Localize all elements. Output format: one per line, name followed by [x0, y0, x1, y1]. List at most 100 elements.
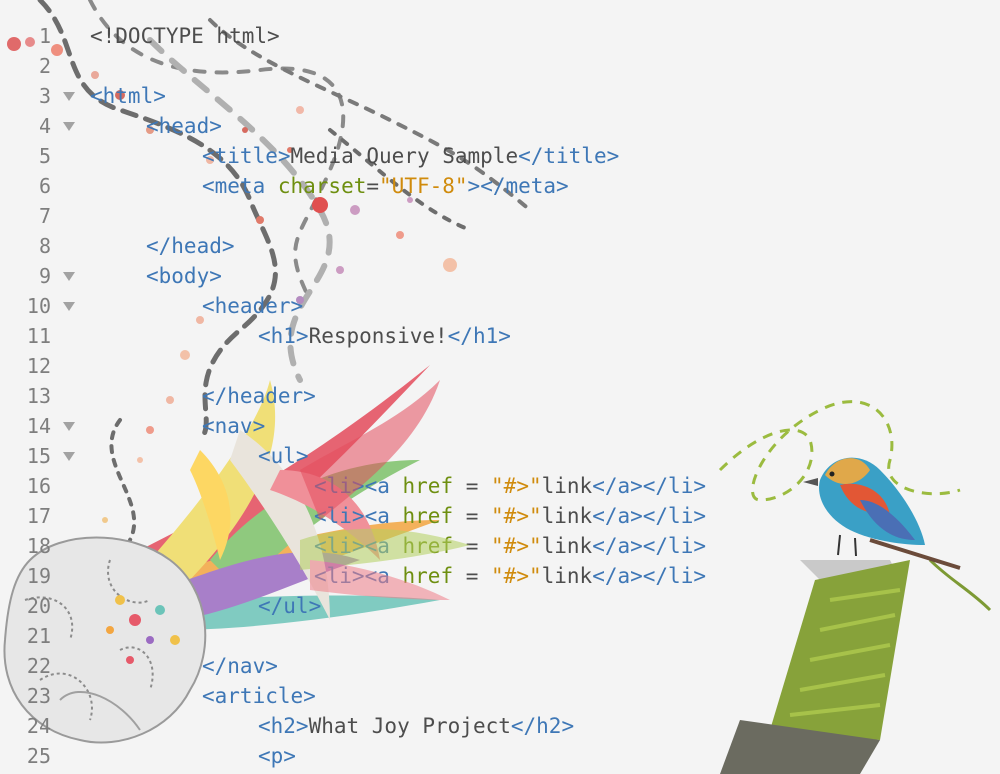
code-line[interactable]: 7 — [0, 201, 1000, 231]
code-line[interactable]: 25<p> — [0, 741, 1000, 771]
code-token: </a></li> — [592, 534, 706, 558]
code-token: href — [402, 564, 454, 588]
code-line[interactable]: 21 — [0, 621, 1000, 651]
code-token: <nav> — [202, 414, 266, 438]
code-line[interactable]: 16<li><a href = "#>"link</a></li> — [0, 471, 1000, 501]
line-number: 11 — [26, 324, 51, 348]
code-token: Responsive! — [308, 324, 448, 348]
code-token: </header> — [202, 384, 316, 408]
code-text[interactable]: <nav> — [202, 411, 265, 441]
code-text[interactable]: <li><a href = "#>"link</a></li> — [314, 471, 706, 501]
code-text[interactable]: <li><a href = "#>"link</a></li> — [314, 501, 706, 531]
code-text[interactable]: <li><a href = "#>"link</a></li> — [314, 531, 706, 561]
code-line[interactable]: 12 — [0, 351, 1000, 381]
code-line[interactable]: 9<body> — [0, 261, 1000, 291]
code-line[interactable]: 3<html> — [0, 81, 1000, 111]
code-text[interactable]: <h2>What Joy Project</h2> — [258, 711, 574, 741]
line-number: 2 — [38, 54, 51, 78]
code-text[interactable]: <title>Media Query Sample</title> — [202, 141, 619, 171]
code-token: <article> — [202, 684, 316, 708]
code-line[interactable]: 19 <li><a href = "#>"link</a></li> — [0, 561, 1000, 591]
code-text[interactable]: </nav> — [202, 651, 278, 681]
code-text[interactable]: <article> — [202, 681, 316, 711]
line-number: 13 — [26, 384, 51, 408]
code-token: </ul> — [258, 594, 322, 618]
code-token: <title> — [202, 144, 291, 168]
code-line[interactable]: 8</head> — [0, 231, 1000, 261]
code-token: <meta — [202, 174, 278, 198]
brain-illustration — [3, 536, 207, 744]
line-number: 6 — [38, 174, 51, 198]
code-token: <a — [364, 564, 403, 588]
code-text[interactable]: </ul> — [258, 591, 321, 621]
code-token: "UTF-8" — [379, 174, 468, 198]
code-token: = — [453, 504, 492, 528]
fold-triangle-icon[interactable] — [63, 272, 75, 281]
line-number: 19 — [26, 564, 51, 588]
code-line[interactable]: 4 <head> — [0, 111, 1000, 141]
line-number: 7 — [38, 204, 51, 228]
code-line[interactable]: 22</nav> — [0, 651, 1000, 681]
code-text[interactable]: <li><a href = "#>"link</a></li> — [314, 561, 706, 591]
code-token: <li> — [314, 504, 365, 528]
thread-spool-illustration — [720, 558, 992, 774]
code-line[interactable]: 15 <ul> — [0, 441, 1000, 471]
code-line[interactable]: 14<nav> — [0, 411, 1000, 441]
code-text[interactable]: <header> — [202, 291, 303, 321]
code-editor[interactable]: 1<!DOCTYPE html> 2 3<html> 4 <head> 5 <title>M… — [0, 21, 1000, 771]
code-line[interactable]: 23<article> — [0, 681, 1000, 711]
code-token: </h2> — [510, 714, 575, 738]
fold-triangle-icon[interactable] — [63, 452, 75, 461]
line-number: 20 — [26, 594, 51, 618]
code-line[interactable]: 2 — [0, 51, 1000, 81]
code-token: <ul> — [258, 444, 309, 468]
code-token: = — [366, 174, 380, 198]
line-number: 15 — [26, 444, 51, 468]
code-line[interactable]: 18 <li><a href = "#>"link</a></li> — [0, 531, 1000, 561]
code-token: = — [453, 564, 492, 588]
code-text[interactable]: <ul> — [258, 441, 309, 471]
code-line[interactable]: 24<h2>What Joy Project</h2> — [0, 711, 1000, 741]
code-token: </a></li> — [592, 474, 706, 498]
fold-triangle-icon[interactable] — [63, 122, 75, 131]
code-token: <a — [364, 504, 403, 528]
code-text[interactable]: </head> — [146, 231, 235, 261]
code-line[interactable]: 13 </header> — [0, 381, 1000, 411]
line-number: 18 — [26, 534, 51, 558]
code-text[interactable]: <head> — [146, 111, 222, 141]
code-text[interactable]: <p> — [258, 741, 296, 771]
code-token: "#>" — [491, 534, 542, 558]
code-line[interactable]: 1<!DOCTYPE html> — [0, 21, 1000, 51]
fold-triangle-icon[interactable] — [63, 92, 75, 101]
code-token: link — [541, 504, 593, 528]
code-text[interactable]: <body> — [146, 261, 222, 291]
code-token: = — [453, 474, 492, 498]
bird-illustration — [803, 457, 961, 570]
code-line[interactable]: 20 </ul> — [0, 591, 1000, 621]
fold-triangle-icon[interactable] — [63, 422, 75, 431]
code-token: href — [402, 504, 454, 528]
line-number: 4 — [38, 114, 51, 138]
code-token: <li> — [314, 534, 365, 558]
code-line[interactable]: 11 <h1>Responsive!</h1> — [0, 321, 1000, 351]
code-text[interactable]: <html> — [90, 81, 166, 111]
dots — [7, 37, 457, 523]
code-text[interactable]: <!DOCTYPE html> — [90, 21, 280, 51]
line-number: 5 — [38, 144, 51, 168]
code-text[interactable]: <meta charset="UTF-8"></meta> — [202, 171, 569, 201]
code-line[interactable]: 5 <title>Media Query Sample</title> — [0, 141, 1000, 171]
code-token: = — [453, 534, 492, 558]
code-token: <a — [364, 474, 403, 498]
code-text[interactable]: </header> — [202, 381, 316, 411]
fold-triangle-icon[interactable] — [63, 302, 75, 311]
code-text[interactable]: <h1>Responsive!</h1> — [258, 321, 511, 351]
code-token: <h2> — [258, 714, 309, 738]
code-line[interactable]: 17<li><a href = "#>"link</a></li> — [0, 501, 1000, 531]
code-token: </a></li> — [592, 564, 706, 588]
code-token: Media Query Sample — [290, 144, 519, 168]
code-token: <html> — [90, 84, 166, 108]
code-token: href — [402, 474, 454, 498]
code-line[interactable]: 6 <meta charset="UTF-8"></meta> — [0, 171, 1000, 201]
code-line[interactable]: 10<header> — [0, 291, 1000, 321]
code-token: <li> — [314, 564, 365, 588]
